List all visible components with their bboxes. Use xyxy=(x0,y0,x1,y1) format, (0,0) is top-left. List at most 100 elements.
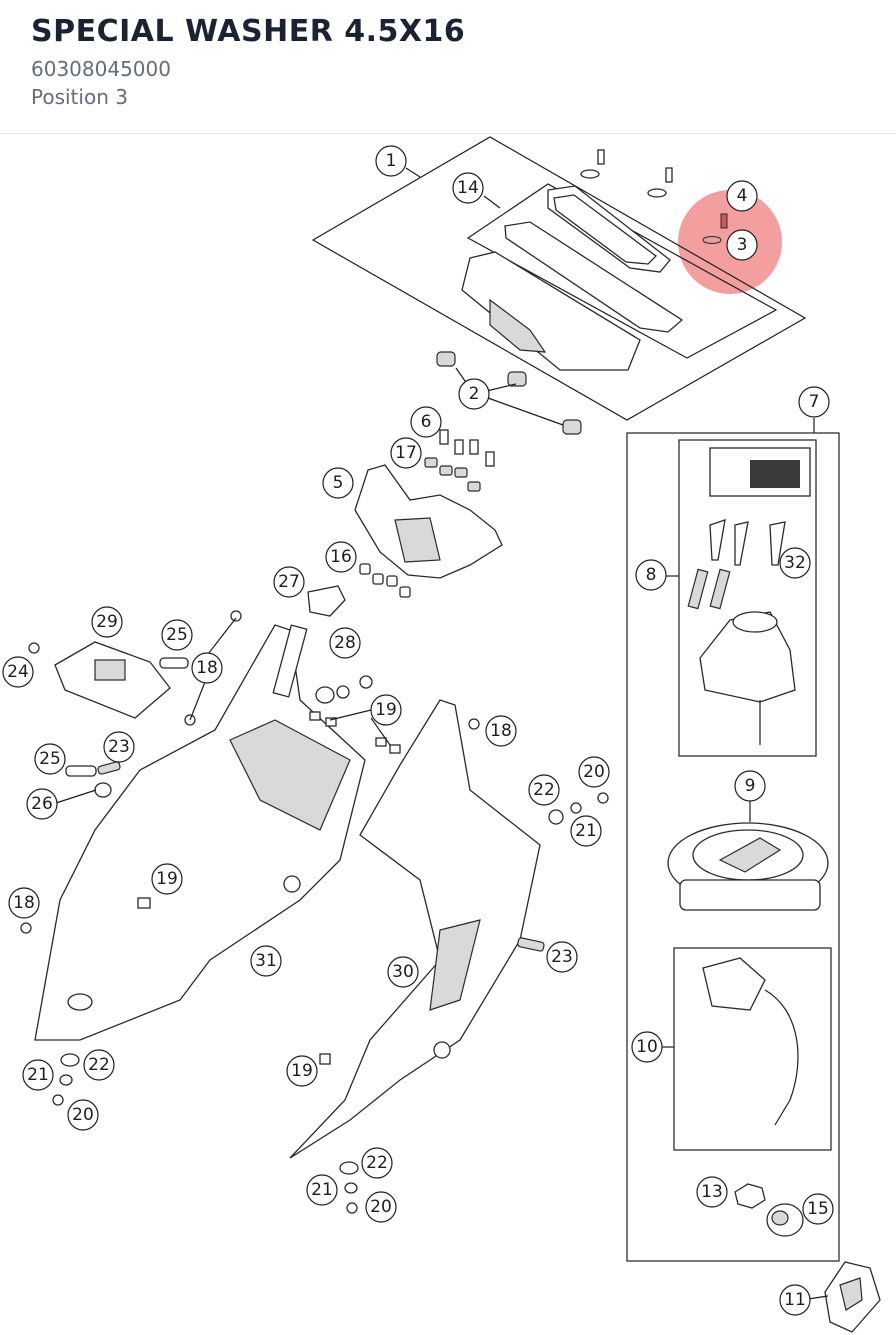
fuel-cap-part xyxy=(667,822,829,911)
svg-text:24: 24 xyxy=(7,662,29,682)
callout-1[interactable]: 1 xyxy=(375,145,407,177)
frame-assembly-7 xyxy=(626,432,840,1262)
cylinder-parts xyxy=(734,1183,804,1237)
svg-text:6: 6 xyxy=(421,412,432,432)
svg-text:5: 5 xyxy=(333,473,344,493)
callout-28[interactable]: 28 xyxy=(329,627,361,659)
svg-text:19: 19 xyxy=(291,1061,313,1081)
cable-lock-part xyxy=(702,957,799,1126)
svg-text:4: 4 xyxy=(737,186,748,206)
callout-19c[interactable]: 19 xyxy=(286,1055,318,1087)
svg-text:22: 22 xyxy=(533,780,555,800)
svg-text:28: 28 xyxy=(334,633,356,653)
svg-text:8: 8 xyxy=(646,565,657,585)
callout-29[interactable]: 29 xyxy=(91,606,123,638)
callout-14[interactable]: 14 xyxy=(452,172,484,204)
svg-text:31: 31 xyxy=(255,951,277,971)
svg-text:22: 22 xyxy=(88,1055,110,1075)
svg-text:23: 23 xyxy=(108,737,130,757)
svg-text:20: 20 xyxy=(72,1105,94,1125)
callout-18[interactable]: 18 xyxy=(191,652,223,684)
bushing-parts xyxy=(436,351,582,435)
part-position: Position 3 xyxy=(31,85,128,109)
callout-20b[interactable]: 20 xyxy=(67,1099,99,1131)
callout-23[interactable]: 23 xyxy=(103,731,135,763)
callout-26[interactable]: 26 xyxy=(26,788,58,820)
callout-2[interactable]: 2 xyxy=(458,378,490,410)
svg-text:19: 19 xyxy=(156,869,178,889)
svg-text:25: 25 xyxy=(39,749,61,769)
svg-text:32: 32 xyxy=(784,553,806,573)
callout-32[interactable]: 32 xyxy=(779,547,811,579)
frame-assembly-1 xyxy=(311,136,807,421)
svg-text:25: 25 xyxy=(166,625,188,645)
svg-text:20: 20 xyxy=(370,1197,392,1217)
svg-text:22: 22 xyxy=(366,1153,388,1173)
svg-text:30: 30 xyxy=(392,962,414,982)
bracket-part xyxy=(354,429,503,598)
callout-22c[interactable]: 22 xyxy=(361,1147,393,1179)
callout-22b[interactable]: 22 xyxy=(83,1049,115,1081)
frame-assembly-14 xyxy=(466,183,778,359)
svg-text:2: 2 xyxy=(469,384,480,404)
svg-text:20: 20 xyxy=(583,762,605,782)
callout-21c[interactable]: 21 xyxy=(306,1174,338,1206)
callout-9[interactable]: 9 xyxy=(734,770,766,802)
callout-8[interactable]: 8 xyxy=(635,559,667,591)
frame-assembly-10 xyxy=(673,947,832,1151)
callout-6[interactable]: 6 xyxy=(410,406,442,438)
svg-text:1: 1 xyxy=(386,151,397,171)
right-fairing-part xyxy=(289,699,541,1159)
svg-text:21: 21 xyxy=(27,1065,49,1085)
callout-3[interactable]: 3 xyxy=(726,229,758,261)
svg-text:13: 13 xyxy=(701,1182,723,1202)
callout-7[interactable]: 7 xyxy=(798,386,830,418)
leader-lines xyxy=(55,167,829,1300)
lock-set-part xyxy=(687,447,811,745)
callout-19[interactable]: 19 xyxy=(370,694,402,726)
part-number: 60308045000 xyxy=(31,57,171,81)
callout-10[interactable]: 10 xyxy=(631,1031,663,1063)
callout-20c[interactable]: 20 xyxy=(365,1191,397,1223)
part-title: SPECIAL WASHER 4.5X16 xyxy=(31,14,466,49)
svg-text:21: 21 xyxy=(311,1180,333,1200)
callout-11[interactable]: 11 xyxy=(779,1284,811,1316)
callout-13[interactable]: 13 xyxy=(696,1176,728,1208)
callout-15[interactable]: 15 xyxy=(802,1193,834,1225)
callout-19b[interactable]: 19 xyxy=(151,863,183,895)
callout-22[interactable]: 22 xyxy=(528,774,560,806)
svg-text:21: 21 xyxy=(575,821,597,841)
svg-text:10: 10 xyxy=(636,1037,658,1057)
callout-23b[interactable]: 23 xyxy=(546,941,578,973)
callout-20[interactable]: 20 xyxy=(578,756,610,788)
svg-text:15: 15 xyxy=(807,1199,829,1219)
callout-5[interactable]: 5 xyxy=(322,467,354,499)
callout-21b[interactable]: 21 xyxy=(22,1059,54,1091)
screw-parts xyxy=(580,149,728,244)
callout-25[interactable]: 25 xyxy=(161,619,193,651)
bracket-11-part xyxy=(824,1261,881,1333)
callout-4[interactable]: 4 xyxy=(726,180,758,212)
callout-17[interactable]: 17 xyxy=(390,437,422,469)
dashboard-part xyxy=(461,185,684,371)
svg-text:18: 18 xyxy=(196,658,218,678)
svg-text:23: 23 xyxy=(551,947,573,967)
callout-25b[interactable]: 25 xyxy=(34,743,66,775)
callout-24[interactable]: 24 xyxy=(2,656,34,688)
svg-text:16: 16 xyxy=(330,547,352,567)
callout-21[interactable]: 21 xyxy=(570,815,602,847)
callout-18c[interactable]: 18 xyxy=(8,887,40,919)
svg-text:19: 19 xyxy=(375,700,397,720)
small-hardware-parts xyxy=(20,585,609,1214)
callout-31[interactable]: 31 xyxy=(250,945,282,977)
callout-27[interactable]: 27 xyxy=(273,566,305,598)
callout-30[interactable]: 30 xyxy=(387,956,419,988)
cover-part xyxy=(54,641,171,719)
svg-text:18: 18 xyxy=(13,893,35,913)
svg-text:29: 29 xyxy=(96,612,118,632)
svg-text:7: 7 xyxy=(809,392,820,412)
svg-text:26: 26 xyxy=(31,794,53,814)
callout-18b[interactable]: 18 xyxy=(485,715,517,747)
svg-text:3: 3 xyxy=(737,235,748,255)
callout-16[interactable]: 16 xyxy=(325,541,357,573)
